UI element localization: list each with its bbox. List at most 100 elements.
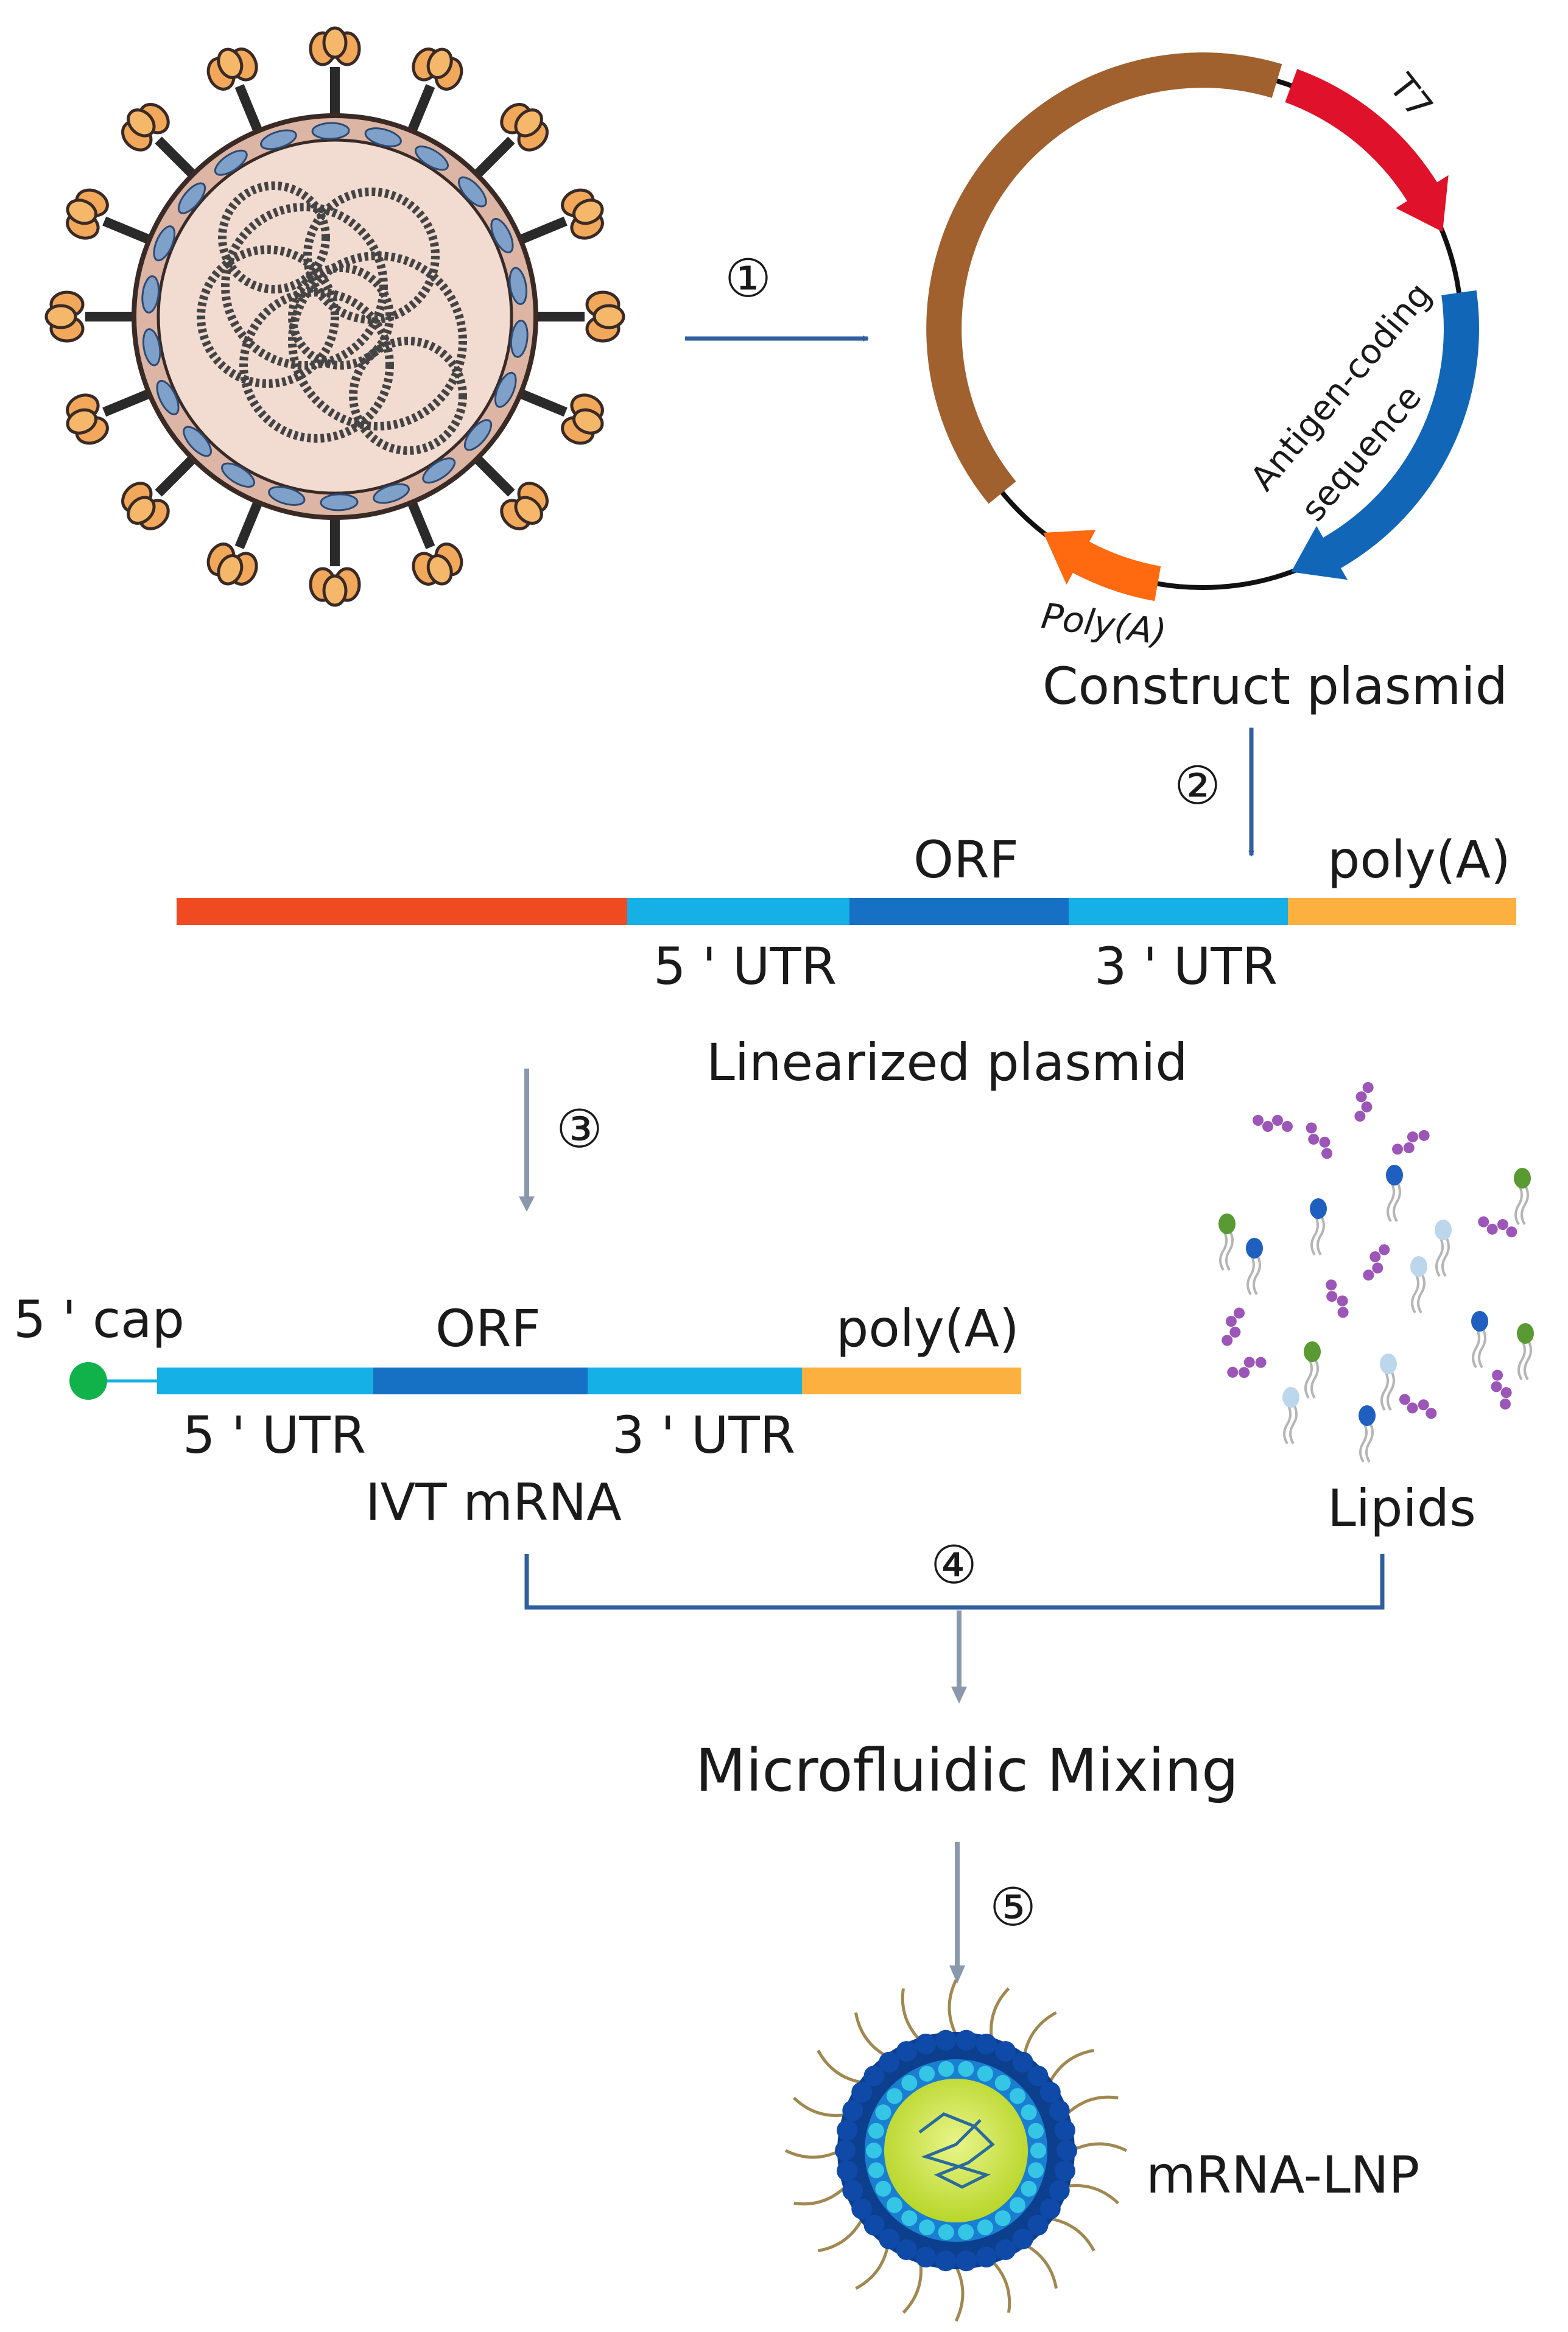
membrane-protein — [177, 182, 206, 214]
lipid-head-outer — [896, 2239, 917, 2260]
lipid-head-outer — [955, 2029, 977, 2051]
lipid-head-inner — [868, 2162, 884, 2179]
lipid-head-inner — [866, 2143, 882, 2158]
lipid-head-inner — [1010, 2088, 1026, 2104]
lipid-head-outer — [1054, 2120, 1075, 2141]
lipid-head-outer — [935, 2029, 957, 2051]
utr3-segment — [1069, 898, 1288, 925]
lipid-head-outer — [1027, 2065, 1049, 2087]
peg-tail — [947, 1979, 958, 2036]
lipid-head-inner — [1030, 2143, 1046, 2158]
linear-orf-label: ORF — [913, 830, 1019, 890]
lipid-head-outer — [879, 2051, 900, 2073]
lipid-tail — [1359, 1421, 1368, 1463]
spike-stalk — [155, 136, 201, 183]
lipid-head-inner — [919, 2065, 935, 2082]
spike-head — [412, 543, 463, 586]
lipid-tail — [1246, 1254, 1255, 1296]
membrane-protein — [141, 275, 160, 314]
lipid-tail — [1310, 1357, 1319, 1399]
lipid-tail — [1435, 1235, 1444, 1277]
backbone-segment — [177, 898, 627, 925]
spike-stalk — [469, 451, 515, 497]
spike-stalk — [234, 494, 265, 549]
lipid-head-outer — [1012, 2228, 1033, 2250]
peg-tail — [902, 2260, 923, 2314]
lipid-tail — [1219, 1229, 1228, 1271]
peg-tail — [1022, 2011, 1057, 2057]
peg-tail — [1023, 2242, 1058, 2289]
membrane-protein — [311, 122, 350, 140]
lipid-head-inner — [1010, 2197, 1026, 2213]
membrane-protein — [183, 426, 212, 457]
lipid-tail — [1225, 1229, 1234, 1271]
lipid-head-outer — [976, 2033, 997, 2054]
spike-stalk — [234, 84, 265, 139]
lipid-head-outer — [842, 2180, 863, 2201]
membrane-protein — [221, 462, 255, 488]
virus-rna-coils — [197, 181, 467, 455]
ivt-orf-segment — [373, 1368, 588, 1394]
lipid-tail — [1387, 1369, 1395, 1411]
utr5-segment — [627, 898, 849, 925]
spike-head — [121, 482, 170, 530]
ivt-utr5-segment — [157, 1368, 373, 1394]
lipid-tail — [1304, 1357, 1313, 1399]
ivt-utr3-segment — [588, 1368, 802, 1394]
lipid-tail — [1387, 1181, 1395, 1223]
lipids-caption: Lipids — [1327, 1478, 1476, 1538]
lipid-head-outer — [837, 2120, 858, 2141]
spike-head — [585, 290, 625, 343]
ivt-polya-label: poly(A) — [836, 1299, 1019, 1358]
lipid-tail — [1411, 1272, 1419, 1314]
peg-tail — [1066, 2184, 1120, 2205]
lipid-chain — [1306, 1122, 1333, 1159]
membrane-protein — [268, 486, 306, 506]
lipid-head-outer — [863, 2214, 885, 2236]
membrane-protein — [463, 419, 493, 451]
construct-plasmid-caption: Construct plasmid — [1042, 656, 1508, 716]
cap-label: 5 ' cap — [13, 1290, 185, 1349]
lipid-chain — [1478, 1216, 1517, 1238]
lipid-head-outer — [837, 2160, 858, 2182]
spike-stalk — [155, 451, 201, 497]
membrane-protein — [415, 146, 449, 171]
lipid-tail — [1441, 1235, 1450, 1277]
spike-head — [561, 188, 604, 240]
lipid-head-inner — [938, 2060, 954, 2077]
lipid-head-inner — [938, 2224, 954, 2241]
lipid-head-outer — [1054, 2160, 1075, 2182]
linearized-plasmid-caption: Linearized plasmid — [706, 1033, 1188, 1092]
membrane-protein — [214, 149, 248, 176]
ivt-polya-segment — [802, 1368, 1021, 1394]
spike-head — [44, 290, 85, 343]
lipid-chain — [1392, 1129, 1430, 1155]
lipid-head-inner — [875, 2180, 891, 2197]
spike-head — [66, 188, 109, 240]
membrane-protein — [510, 320, 529, 358]
lipid-head-inner — [1028, 2123, 1044, 2139]
peg-tail — [990, 1987, 1010, 2041]
peg-tail — [784, 2149, 842, 2159]
lipid-chain — [1227, 1357, 1267, 1378]
lipid-tail — [1310, 1214, 1319, 1256]
step-3-marker: ③ — [556, 1099, 603, 1160]
lipid-head — [1517, 1323, 1534, 1344]
peg-tail — [990, 2259, 1011, 2313]
virus-spikes — [44, 26, 625, 607]
ivt-mrna-caption: IVT mRNA — [365, 1472, 622, 1532]
lipid-head-outer — [915, 2033, 937, 2054]
lipid-head-outer — [863, 2065, 885, 2087]
membrane-protein — [320, 493, 359, 511]
microfluidic-mixing-caption: Microfluidic Mixing — [695, 1737, 1239, 1805]
peg-tail — [854, 2012, 889, 2059]
lipid-head-inner — [868, 2123, 884, 2139]
lipid-head-outer — [879, 2228, 900, 2250]
ivt-utr3-label: 3 ' UTR — [612, 1405, 796, 1465]
lipid-tail — [1417, 1272, 1426, 1314]
membrane-protein — [156, 379, 180, 416]
plasmid-polya-arrow — [1043, 530, 1161, 602]
lipid-head-inner — [901, 2074, 918, 2091]
linear-utr5-label: 5 ' UTR — [653, 936, 837, 996]
